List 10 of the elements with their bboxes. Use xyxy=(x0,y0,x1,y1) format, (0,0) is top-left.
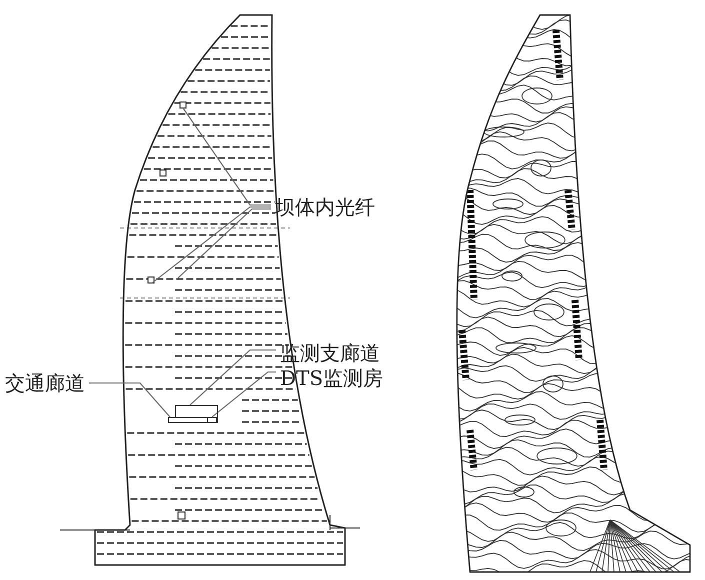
leader-line xyxy=(212,371,276,418)
leader-line xyxy=(182,108,271,206)
leader-line xyxy=(89,382,170,418)
gallery-box xyxy=(207,417,217,423)
gallery-box xyxy=(175,405,218,418)
gallery-box xyxy=(168,417,218,423)
leader-line xyxy=(152,206,271,284)
leader-line xyxy=(190,349,276,406)
leader-line xyxy=(178,208,271,278)
callout-label: 交通廊道 xyxy=(5,371,85,395)
